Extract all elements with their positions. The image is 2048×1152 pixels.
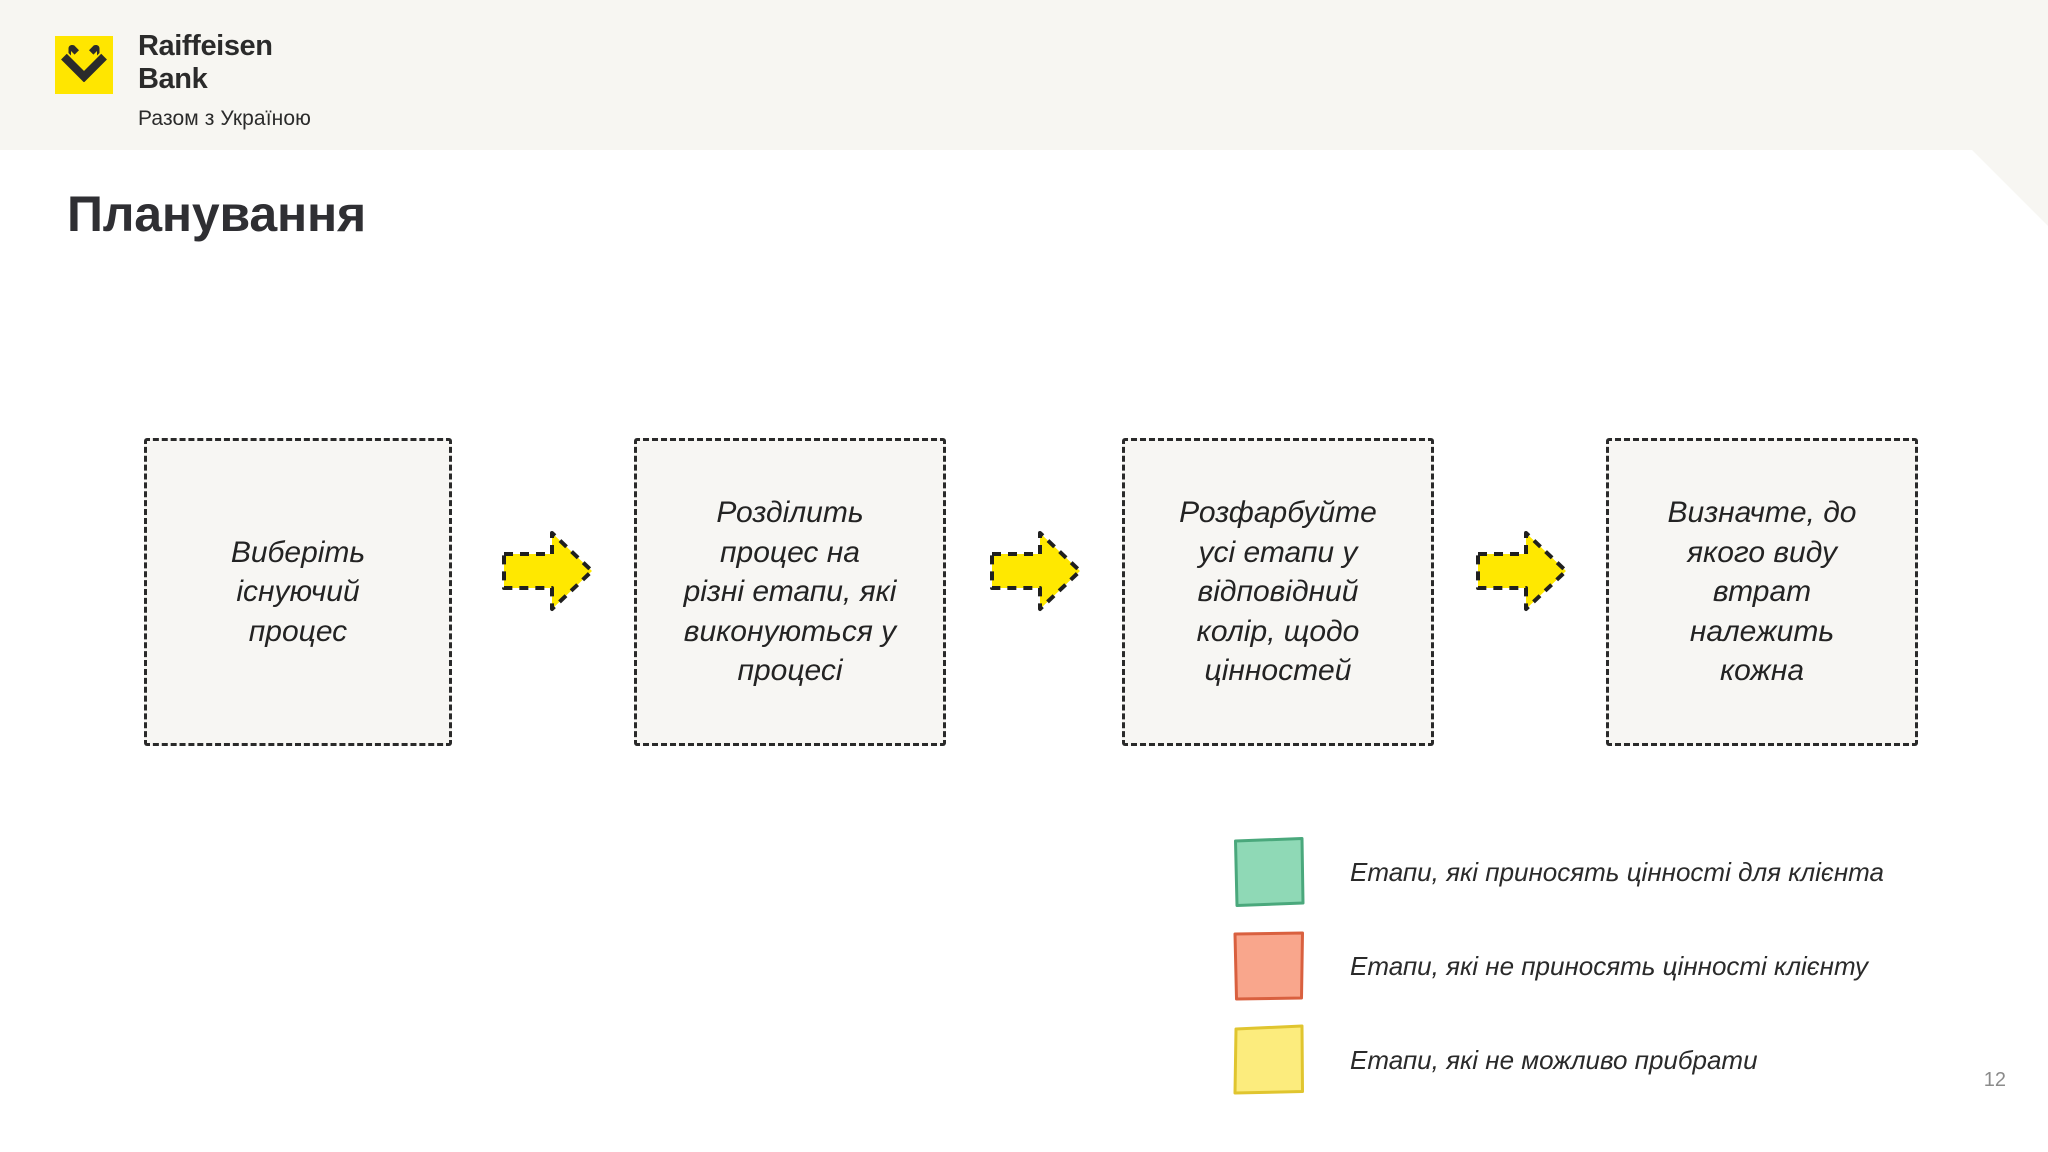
right-arrow-icon (1474, 530, 1570, 612)
flow-step-4: Визначте, до якого виду втрат належить к… (1606, 438, 1918, 746)
legend-swatch-red-icon (1232, 930, 1306, 1002)
legend-label-non-value-adding: Етапи, які не приносять цінності клієнту (1350, 950, 1869, 981)
process-flow: Виберіть існуючий процес Розділить проце… (0, 438, 2048, 750)
legend-label-value-adding: Етапи, які приносять цінності для клієнт… (1350, 856, 1884, 887)
legend-item-non-value-adding: Етапи, які не приносять цінності клієнту (1232, 930, 1884, 1002)
flow-step-3-label: Розфарбуйте усі етапи у відповідний колі… (1179, 496, 1377, 688)
brand-text: Raiffeisen Bank Разом з Україною (138, 32, 311, 131)
flow-step-1-label: Виберіть існуючий процес (230, 535, 366, 648)
right-arrow-icon (500, 530, 596, 612)
brand-name-line-2: Bank (138, 63, 208, 95)
flow-step-3: Розфарбуйте усі етапи у відповідний колі… (1122, 438, 1434, 746)
right-arrow-icon (988, 530, 1084, 612)
flow-step-2-label: Розділить процес на різні етапи, які вик… (683, 496, 897, 688)
raiffeisen-gable-cross-icon (55, 36, 113, 94)
flow-step-4-label: Визначте, до якого виду втрат належить к… (1667, 496, 1857, 688)
legend-label-unavoidable: Етапи, які не можливо прибрати (1350, 1044, 1758, 1075)
legend-item-unavoidable: Етапи, які не можливо прибрати (1232, 1024, 1884, 1096)
page-number: 12 (1983, 1069, 2006, 1091)
flow-step-2: Розділить процес на різні етапи, які вик… (634, 438, 946, 746)
color-legend: Етапи, які приносять цінності для клієнт… (1232, 836, 1884, 1118)
legend-swatch-green-icon (1232, 836, 1306, 908)
flow-step-1: Виберіть існуючий процес (144, 438, 452, 746)
brand-lockup: Raiffeisen Bank Разом з Україною (55, 32, 311, 131)
brand-name-line-1: Raiffeisen (138, 30, 273, 62)
legend-swatch-yellow-icon (1232, 1024, 1306, 1096)
slide-header: Raiffeisen Bank Разом з Україною (0, 0, 2048, 150)
page-title: Планування (67, 186, 366, 242)
legend-item-value-adding: Етапи, які приносять цінності для клієнт… (1232, 836, 1884, 908)
brand-tagline: Разом з Україною (138, 107, 311, 130)
